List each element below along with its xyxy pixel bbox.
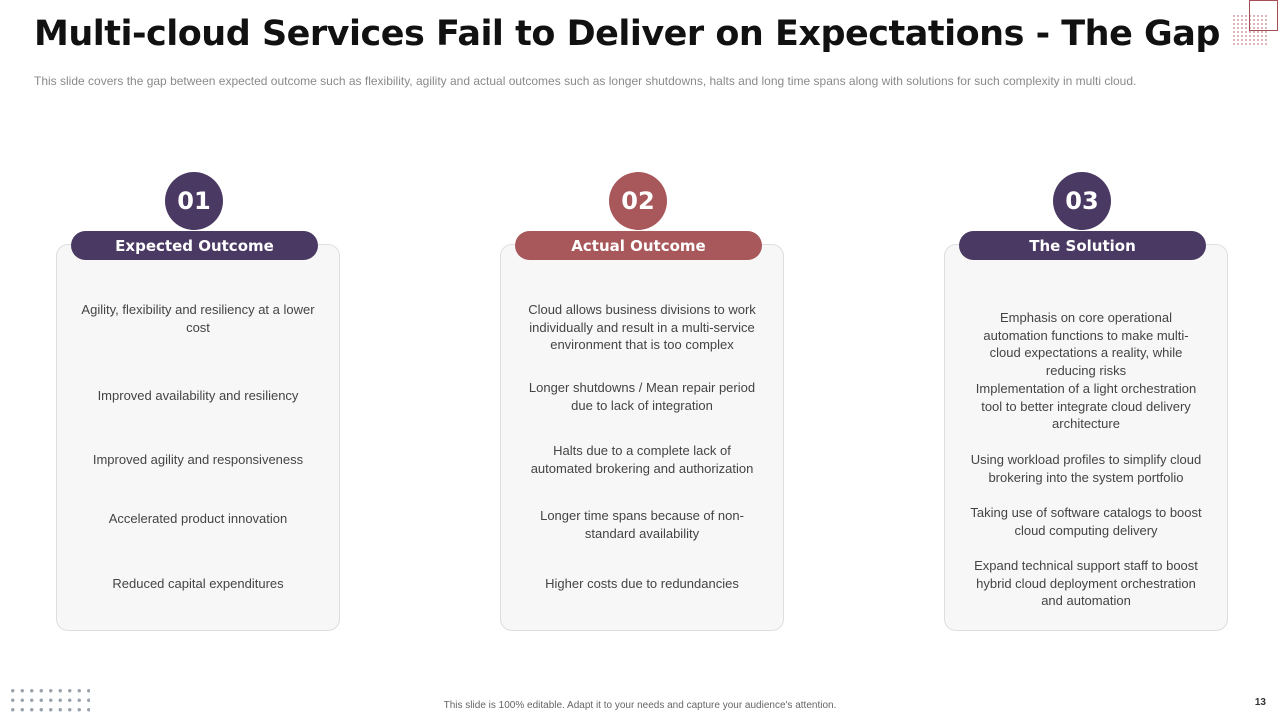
decorative-frame-top-right <box>1249 0 1278 31</box>
list-item: Implementation of a light orchestration … <box>975 381 1197 431</box>
slide-title: Multi-cloud Services Fail to Deliver on … <box>34 14 1220 54</box>
list-item: Improved agility and responsiveness <box>92 452 304 467</box>
column-heading: Actual Outcome <box>515 231 762 260</box>
footer-note: This slide is 100% editable. Adapt it to… <box>443 700 837 711</box>
list-item: Taking use of software catalogs to boost… <box>970 505 1202 538</box>
decorative-dot-grid-bottom-left <box>8 686 90 716</box>
page-number: 13 <box>1254 697 1266 708</box>
outcome-card: Emphasis on core operational automation … <box>944 244 1228 631</box>
list-item: Reduced capital expenditures <box>112 576 284 591</box>
list-item: Higher costs due to redundancies <box>545 576 739 591</box>
list-item: Accelerated product innovation <box>108 511 288 526</box>
list-item: Emphasis on core operational automation … <box>983 310 1189 378</box>
step-number-badge: 02 <box>609 172 667 230</box>
column-the-solution: Emphasis on core operational automation … <box>942 172 1234 632</box>
list-item: Using workload profiles to simplify clou… <box>970 452 1202 485</box>
list-item: Cloud allows business divisions to work … <box>528 302 756 352</box>
list-item: Expand technical support staff to boost … <box>974 558 1198 608</box>
step-number-badge: 03 <box>1053 172 1111 230</box>
column-heading: The Solution <box>959 231 1206 260</box>
slide-subtitle: This slide covers the gap between expect… <box>34 74 1137 88</box>
list-item: Longer shutdowns / Mean repair period du… <box>528 380 756 413</box>
list-item: Agility, flexibility and resiliency at a… <box>81 302 315 335</box>
outcome-card: Cloud allows business divisions to work … <box>500 244 784 631</box>
list-item: Longer time spans because of non-standar… <box>540 508 744 541</box>
column-actual-outcome: Cloud allows business divisions to work … <box>498 172 790 632</box>
outcome-card: Agility, flexibility and resiliency at a… <box>56 244 340 631</box>
list-item: Halts due to a complete lack of automate… <box>530 443 754 476</box>
list-item: Improved availability and resiliency <box>97 388 299 403</box>
column-heading: Expected Outcome <box>71 231 318 260</box>
step-number-badge: 01 <box>165 172 223 230</box>
column-expected-outcome: Agility, flexibility and resiliency at a… <box>54 172 346 632</box>
